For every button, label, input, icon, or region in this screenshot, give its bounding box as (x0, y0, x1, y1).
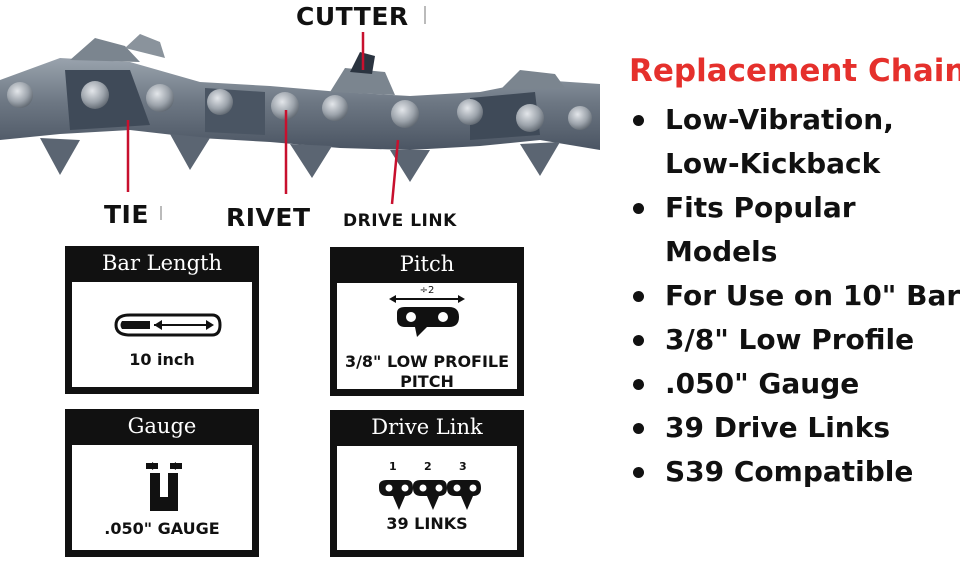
drive-link-label: DRIVE LINK (343, 211, 457, 231)
feature-line: .050" Gauge (665, 367, 860, 400)
chain-diagram: CUTTER TIE RIVET DRIVE LINK (0, 0, 600, 235)
pitch-icon (389, 295, 465, 337)
chain-illustration (0, 32, 600, 205)
feature-item: Low-Vibration, Low-Kickback (630, 98, 960, 186)
feature-item: 3/8" Low Profile (630, 318, 960, 362)
drive-link-value: 39 LINKS (386, 514, 468, 533)
drive-link-box: Drive Link 1 2 3 39 LINKS (330, 410, 524, 557)
feature-line: For Use on 10" Bar (665, 279, 960, 312)
feature-list: Low-Vibration, Low-Kickback Fits Popular… (630, 98, 960, 494)
feature-item: .050" Gauge (630, 362, 960, 406)
feature-line: 3/8" Low Profile (665, 323, 915, 356)
divider-tick (424, 6, 426, 24)
replacement-chain-heading: Replacement Chain (629, 53, 960, 89)
drive-link-title: Drive Link (371, 415, 483, 439)
pitch-divisor: ÷2 (419, 285, 435, 296)
gauge-icon (146, 462, 182, 511)
pitch-body: ÷2 3/8" LOW PROFILE PITCH (337, 283, 517, 391)
drive-link-number-2: 2 (424, 460, 432, 473)
drive-link-number-1: 1 (389, 460, 397, 473)
pitch-box: Pitch ÷2 3/8" LOW PROFILE PITCH (330, 247, 524, 396)
feature-line-2: Low-Kickback (665, 147, 881, 180)
gauge-body: .050" GAUGE (72, 445, 252, 550)
drive-link-body: 1 2 3 39 LINKS (337, 446, 517, 550)
pitch-value-line1: 3/8" LOW PROFILE (344, 352, 510, 371)
bar-length-body: 10 inch (72, 282, 252, 387)
feature-line: S39 Compatible (665, 455, 914, 488)
bar-length-box: Bar Length 10 inch (65, 246, 259, 394)
feature-item: S39 Compatible (630, 450, 960, 494)
bar-length-value: 10 inch (129, 350, 195, 369)
gauge-value: .050" GAUGE (104, 519, 220, 538)
bar-length-title: Bar Length (102, 251, 222, 275)
feature-line: Low-Vibration, (665, 103, 894, 136)
feature-line: Fits Popular (665, 191, 856, 224)
pitch-title: Pitch (399, 252, 455, 276)
drive-link-number-3: 3 (459, 460, 467, 473)
pitch-value-line2: PITCH (400, 372, 454, 391)
rivet-label: RIVET (226, 203, 311, 232)
feature-line-2: Models (665, 235, 778, 268)
guide-bar-icon (114, 313, 222, 337)
feature-item: For Use on 10" Bar (630, 274, 960, 318)
cutter-label: CUTTER (296, 2, 409, 31)
tie-label: TIE (104, 200, 149, 229)
feature-line: 39 Drive Links (665, 411, 891, 444)
gauge-box: Gauge .050" GAUGE (65, 409, 259, 557)
gauge-title: Gauge (127, 414, 197, 438)
divider-tick (160, 206, 162, 220)
feature-item: Fits Popular Models (630, 186, 960, 274)
drive-links-icon (379, 480, 481, 510)
feature-item: 39 Drive Links (630, 406, 960, 450)
